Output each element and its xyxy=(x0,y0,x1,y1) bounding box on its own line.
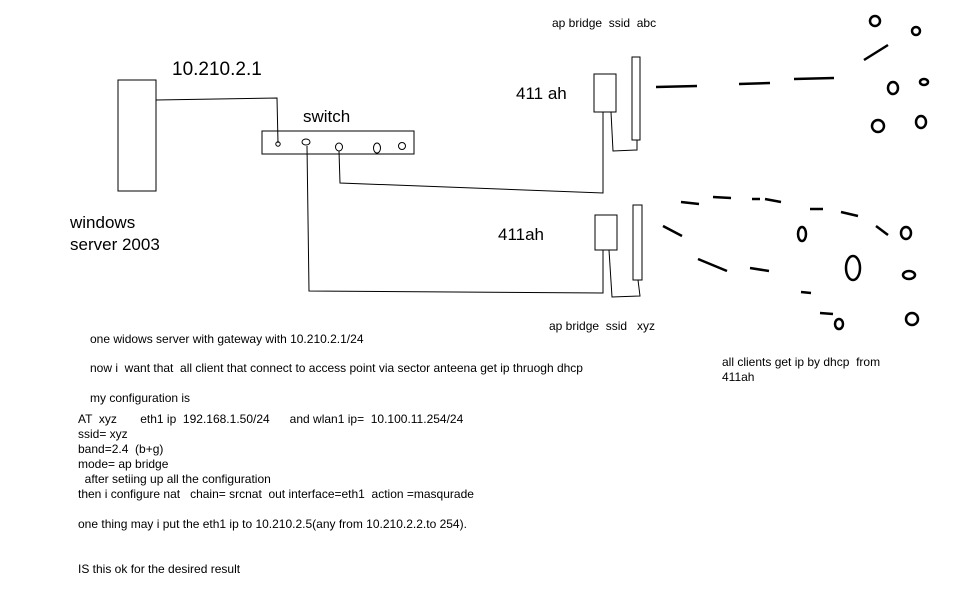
note-eth1-question: one thing may i put the eth1 ip to 10.21… xyxy=(78,517,467,531)
clients-note-line1: all clients get ip by dhcp from xyxy=(722,355,881,369)
server-label-line1: windows xyxy=(70,213,136,232)
server-switch-cable xyxy=(155,97,279,144)
ap-top-caption: ap bridge ssid abc xyxy=(552,16,657,30)
note-config-heading: my configuration is xyxy=(90,391,191,405)
ap-bottom-router xyxy=(594,214,618,251)
bottom-clients xyxy=(796,225,920,331)
ap-bottom-caption: ap bridge ssid xyz xyxy=(549,319,656,333)
config-line: ssid= xyz xyxy=(78,427,128,441)
config-line: AT xyz eth1 ip 192.168.1.50/24 and wlan1… xyxy=(78,412,464,426)
ap-bottom-antenna xyxy=(632,204,643,281)
config-line: after setiing up all the configuration xyxy=(78,472,271,486)
top-clients xyxy=(868,14,930,134)
ap-top-antenna-cable xyxy=(610,111,638,152)
switch-ap-top-cable xyxy=(338,112,604,194)
note-gateway: one widows server with gateway with 10.2… xyxy=(90,332,364,346)
note-final-question: IS this ok for the desired result xyxy=(78,562,241,576)
switch-ap-bottom-cable xyxy=(306,145,604,294)
windows-server-box xyxy=(117,79,157,192)
ap-bottom-model-label: 411ah xyxy=(498,225,545,244)
switch-label: switch xyxy=(303,107,351,126)
config-line: mode= ap bridge xyxy=(78,457,169,471)
note-dhcp-request: now i want that all client that connect … xyxy=(90,361,583,375)
config-line: then i configure nat chain= srcnat out i… xyxy=(78,487,474,501)
switch-port xyxy=(301,138,311,146)
switch-port xyxy=(335,142,343,152)
ap-top-antenna xyxy=(631,56,641,141)
ap-bottom-antenna-cable xyxy=(608,249,641,298)
ap-bottom-beam xyxy=(662,195,889,316)
clients-note-line2: 411ah xyxy=(722,370,755,384)
switch-box xyxy=(261,130,415,155)
switch-port xyxy=(373,142,381,154)
switch-port xyxy=(398,142,406,150)
server-label-line2: server 2003 xyxy=(70,235,160,254)
gateway-ip-label: 10.210.2.1 xyxy=(172,59,262,80)
config-line: band=2.4 (b+g) xyxy=(78,442,164,456)
ap-top-model-label: 411 ah xyxy=(516,84,567,103)
ap-top-beam xyxy=(655,43,889,89)
switch-port xyxy=(275,141,281,147)
ap-top-router xyxy=(593,73,617,113)
